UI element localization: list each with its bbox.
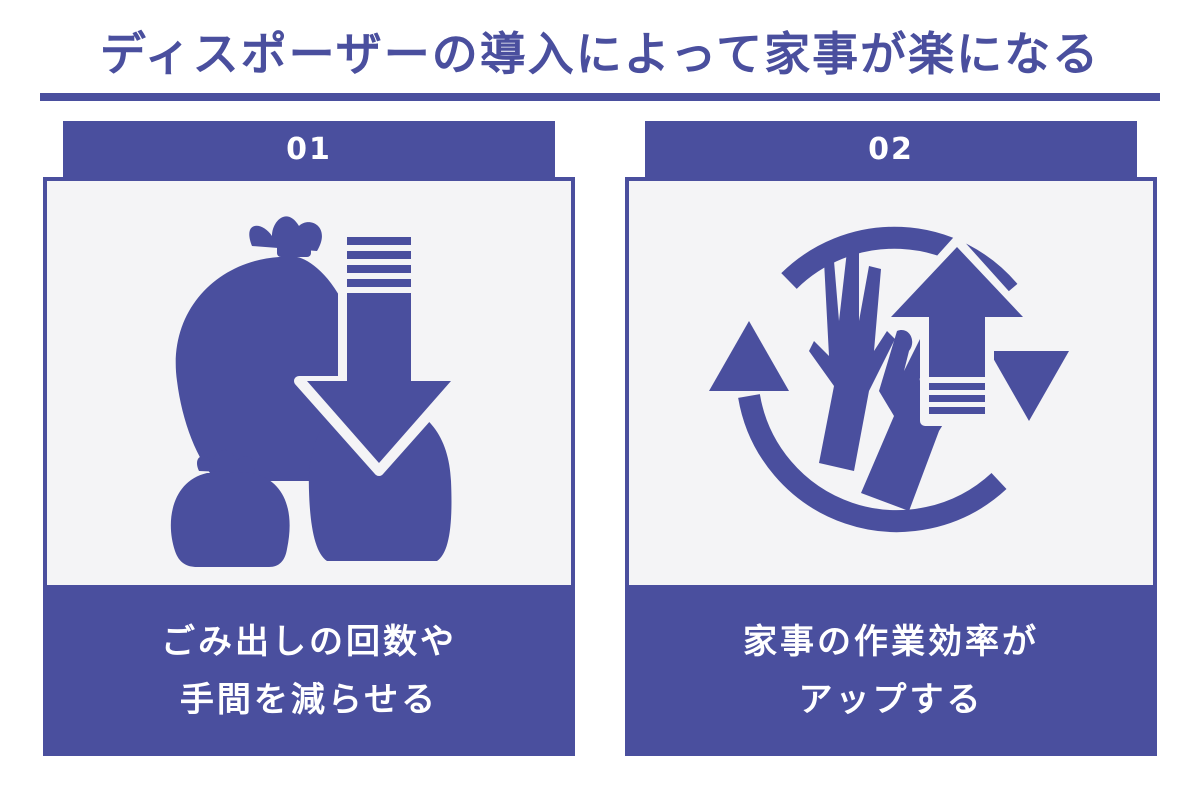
benefit-card-2: 02 bbox=[625, 121, 1157, 756]
card-icon-area bbox=[47, 181, 571, 585]
caption-line-2: アップする bbox=[798, 679, 984, 720]
card-number-tab: 02 bbox=[645, 121, 1137, 177]
card-caption: 家事の作業効率が アップする bbox=[625, 585, 1157, 756]
card-panel: ごみ出しの回数や 手間を減らせる bbox=[43, 177, 575, 756]
card-panel: 家事の作業効率が アップする bbox=[625, 177, 1157, 756]
title-underline bbox=[40, 93, 1160, 101]
caption-line-1: ごみ出しの回数や bbox=[161, 621, 457, 662]
caption-line-1: 家事の作業効率が bbox=[743, 621, 1039, 662]
card-number-tab: 01 bbox=[63, 121, 555, 177]
card-caption: ごみ出しの回数や 手間を減らせる bbox=[43, 585, 575, 756]
caption-line-2: 手間を減らせる bbox=[179, 679, 439, 720]
page-title: ディスポーザーの導入によって家事が楽になる bbox=[99, 27, 1101, 81]
gloves-cycle-up-arrow-icon bbox=[709, 226, 1069, 533]
card-icon-area bbox=[629, 181, 1153, 585]
benefit-card-1: 01 bbox=[43, 121, 575, 756]
garbage-bags-down-arrow-icon bbox=[170, 216, 464, 567]
